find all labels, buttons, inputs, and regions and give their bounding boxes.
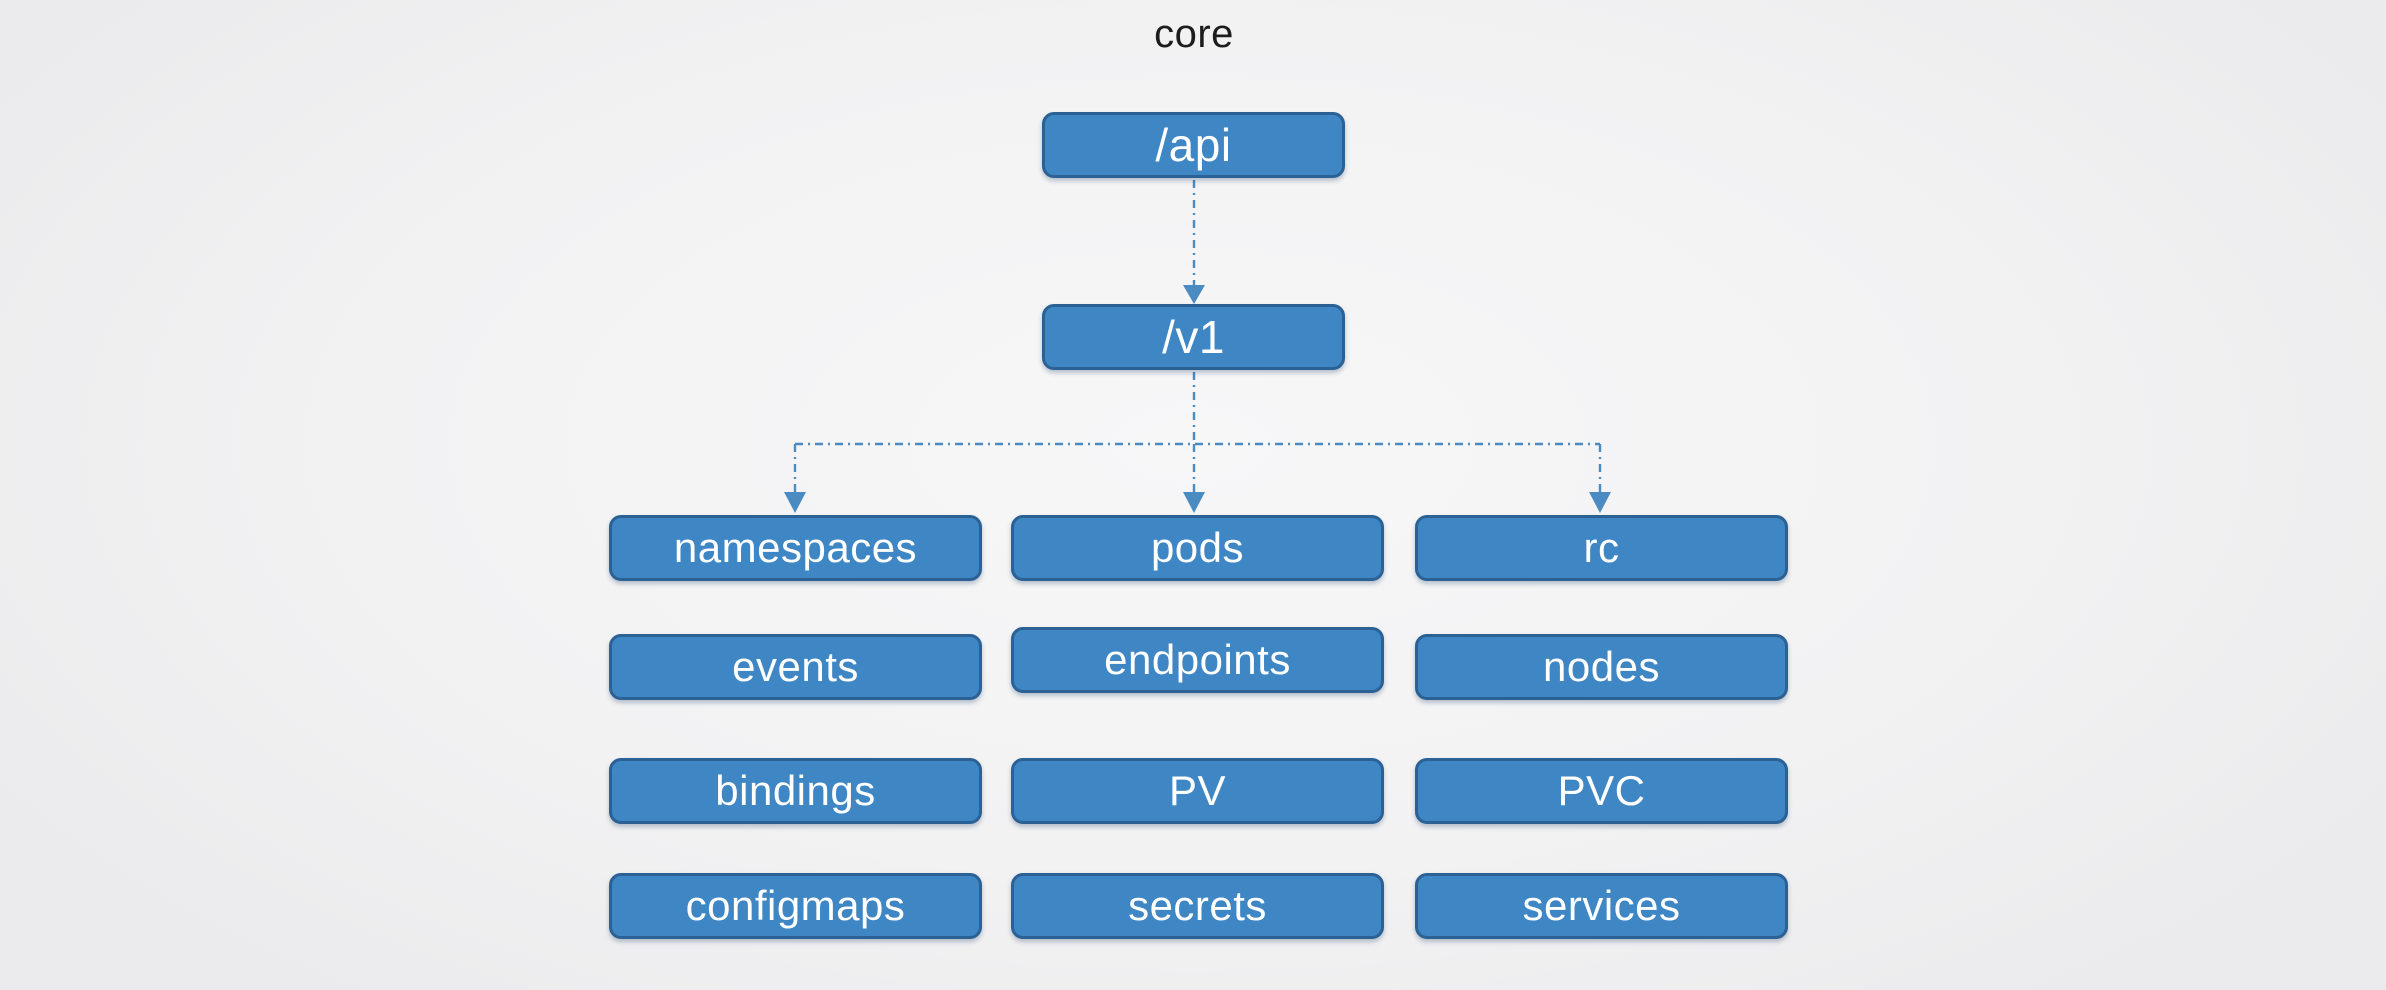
node-rc: rc <box>1415 515 1788 581</box>
down-arrowhead-icon <box>1183 492 1205 513</box>
down-arrowhead-icon <box>1183 285 1205 304</box>
node-services: services <box>1415 873 1788 939</box>
down-arrowhead-icon <box>784 492 806 513</box>
diagram-title: core <box>1154 12 1234 56</box>
node-endpoints: endpoints <box>1011 627 1384 693</box>
node-secrets: secrets <box>1011 873 1384 939</box>
node-events: events <box>609 634 982 700</box>
node-namespaces: namespaces <box>609 515 982 581</box>
node-configmaps: configmaps <box>609 873 982 939</box>
node-bindings: bindings <box>609 758 982 824</box>
node-pvc: PVC <box>1415 758 1788 824</box>
down-arrowhead-icon <box>1589 492 1611 513</box>
node-pods: pods <box>1011 515 1384 581</box>
node-pv: PV <box>1011 758 1384 824</box>
node-v1: /v1 <box>1042 304 1345 370</box>
node-nodes: nodes <box>1415 634 1788 700</box>
node-api: /api <box>1042 112 1345 178</box>
